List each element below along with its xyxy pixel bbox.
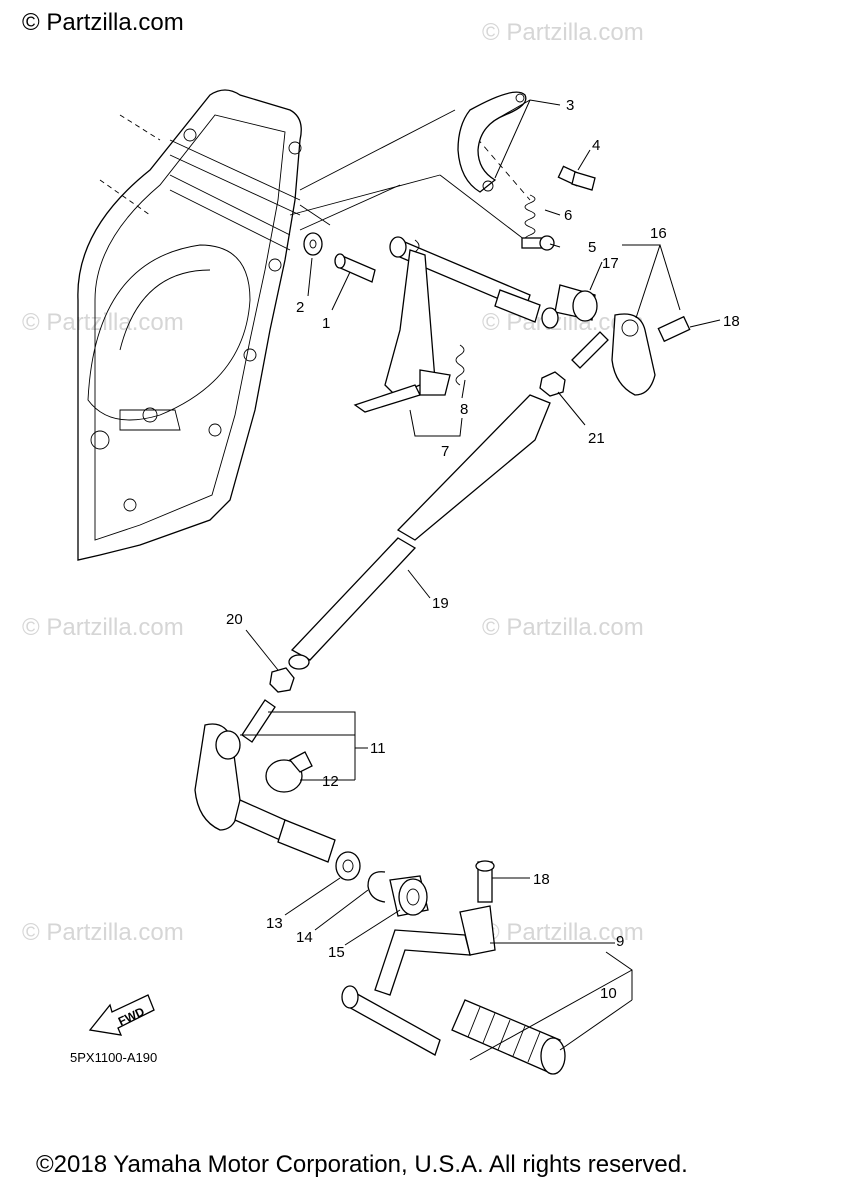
brand-logo-text: © Partzilla.com (22, 9, 184, 36)
callout-14: 14 (296, 929, 313, 946)
callout-4: 4 (592, 137, 600, 154)
part-16-bolt-lower (571, 331, 609, 369)
watermark-lower-left: © Partzilla.com (22, 614, 184, 641)
callout-8: 8 (460, 401, 468, 418)
part-16-shift-arm (611, 313, 656, 396)
callout-12: 12 (322, 773, 339, 790)
part-4-bolt (557, 165, 596, 191)
part-13-washer (335, 851, 361, 881)
callout-17: 17 (602, 255, 619, 272)
callout-20: 20 (226, 611, 243, 628)
watermark-top-right: © Partzilla.com (482, 19, 644, 46)
part-6-spring (524, 194, 536, 244)
callout-7: 7 (441, 443, 449, 460)
part-18-bolt-lower (475, 860, 495, 903)
watermark-lower-right: © Partzilla.com (482, 614, 644, 641)
leader-lines (240, 99, 721, 1061)
part-7-shift-shaft (353, 236, 541, 413)
part-9-shift-pedal (341, 905, 496, 1056)
callout-9: 9 (616, 933, 624, 950)
callout-18-lower: 18 (533, 871, 550, 888)
watermark-bottom-right: © Partzilla.com (482, 919, 644, 946)
part-14-circlip (367, 871, 386, 903)
callout-1: 1 (322, 315, 330, 332)
callout-6: 6 (564, 207, 572, 224)
part-18-bolt-upper (657, 315, 691, 343)
callout-11: 11 (370, 740, 386, 757)
part-12-joint (265, 751, 313, 793)
part-3-stopper-lever (457, 91, 527, 193)
part-5-pin (521, 235, 555, 251)
diagram-code: 5PX1100-A190 (70, 1050, 157, 1065)
part-17-bushing (541, 284, 598, 329)
part-15-collar (389, 875, 429, 917)
callout-5: 5 (588, 239, 596, 256)
callout-16: 16 (650, 225, 667, 242)
part-2-washer (303, 232, 323, 256)
part-19-shift-rod (288, 394, 551, 670)
callout-18-upper: 18 (723, 313, 740, 330)
callout-13: 13 (266, 915, 283, 932)
copyright-text: ©2018 Yamaha Motor Corporation, U.S.A. A… (36, 1151, 688, 1178)
callout-19: 19 (432, 595, 449, 612)
part-20-nut (269, 667, 295, 693)
guide-lines (289, 109, 531, 241)
watermarks: © Partzilla.com © Partzilla.com © Partzi… (22, 19, 644, 946)
part-1-stud (334, 253, 376, 283)
part-11-shift-lever (194, 699, 336, 863)
watermark-bottom-left: © Partzilla.com (22, 919, 184, 946)
part-21-nut (539, 371, 566, 397)
callout-21: 21 (588, 430, 605, 447)
fwd-arrow-icon: FWD (88, 994, 155, 1036)
part-10-footpeg-rubber (451, 999, 566, 1075)
callout-10: 10 (600, 985, 617, 1002)
callout-3: 3 (566, 97, 574, 114)
callout-15: 15 (328, 944, 345, 961)
callout-2: 2 (296, 299, 304, 316)
crankcase-outline (77, 89, 302, 561)
callout-labels: 3 4 6 5 2 1 8 7 16 17 18 21 19 20 11 12 … (226, 97, 740, 1002)
